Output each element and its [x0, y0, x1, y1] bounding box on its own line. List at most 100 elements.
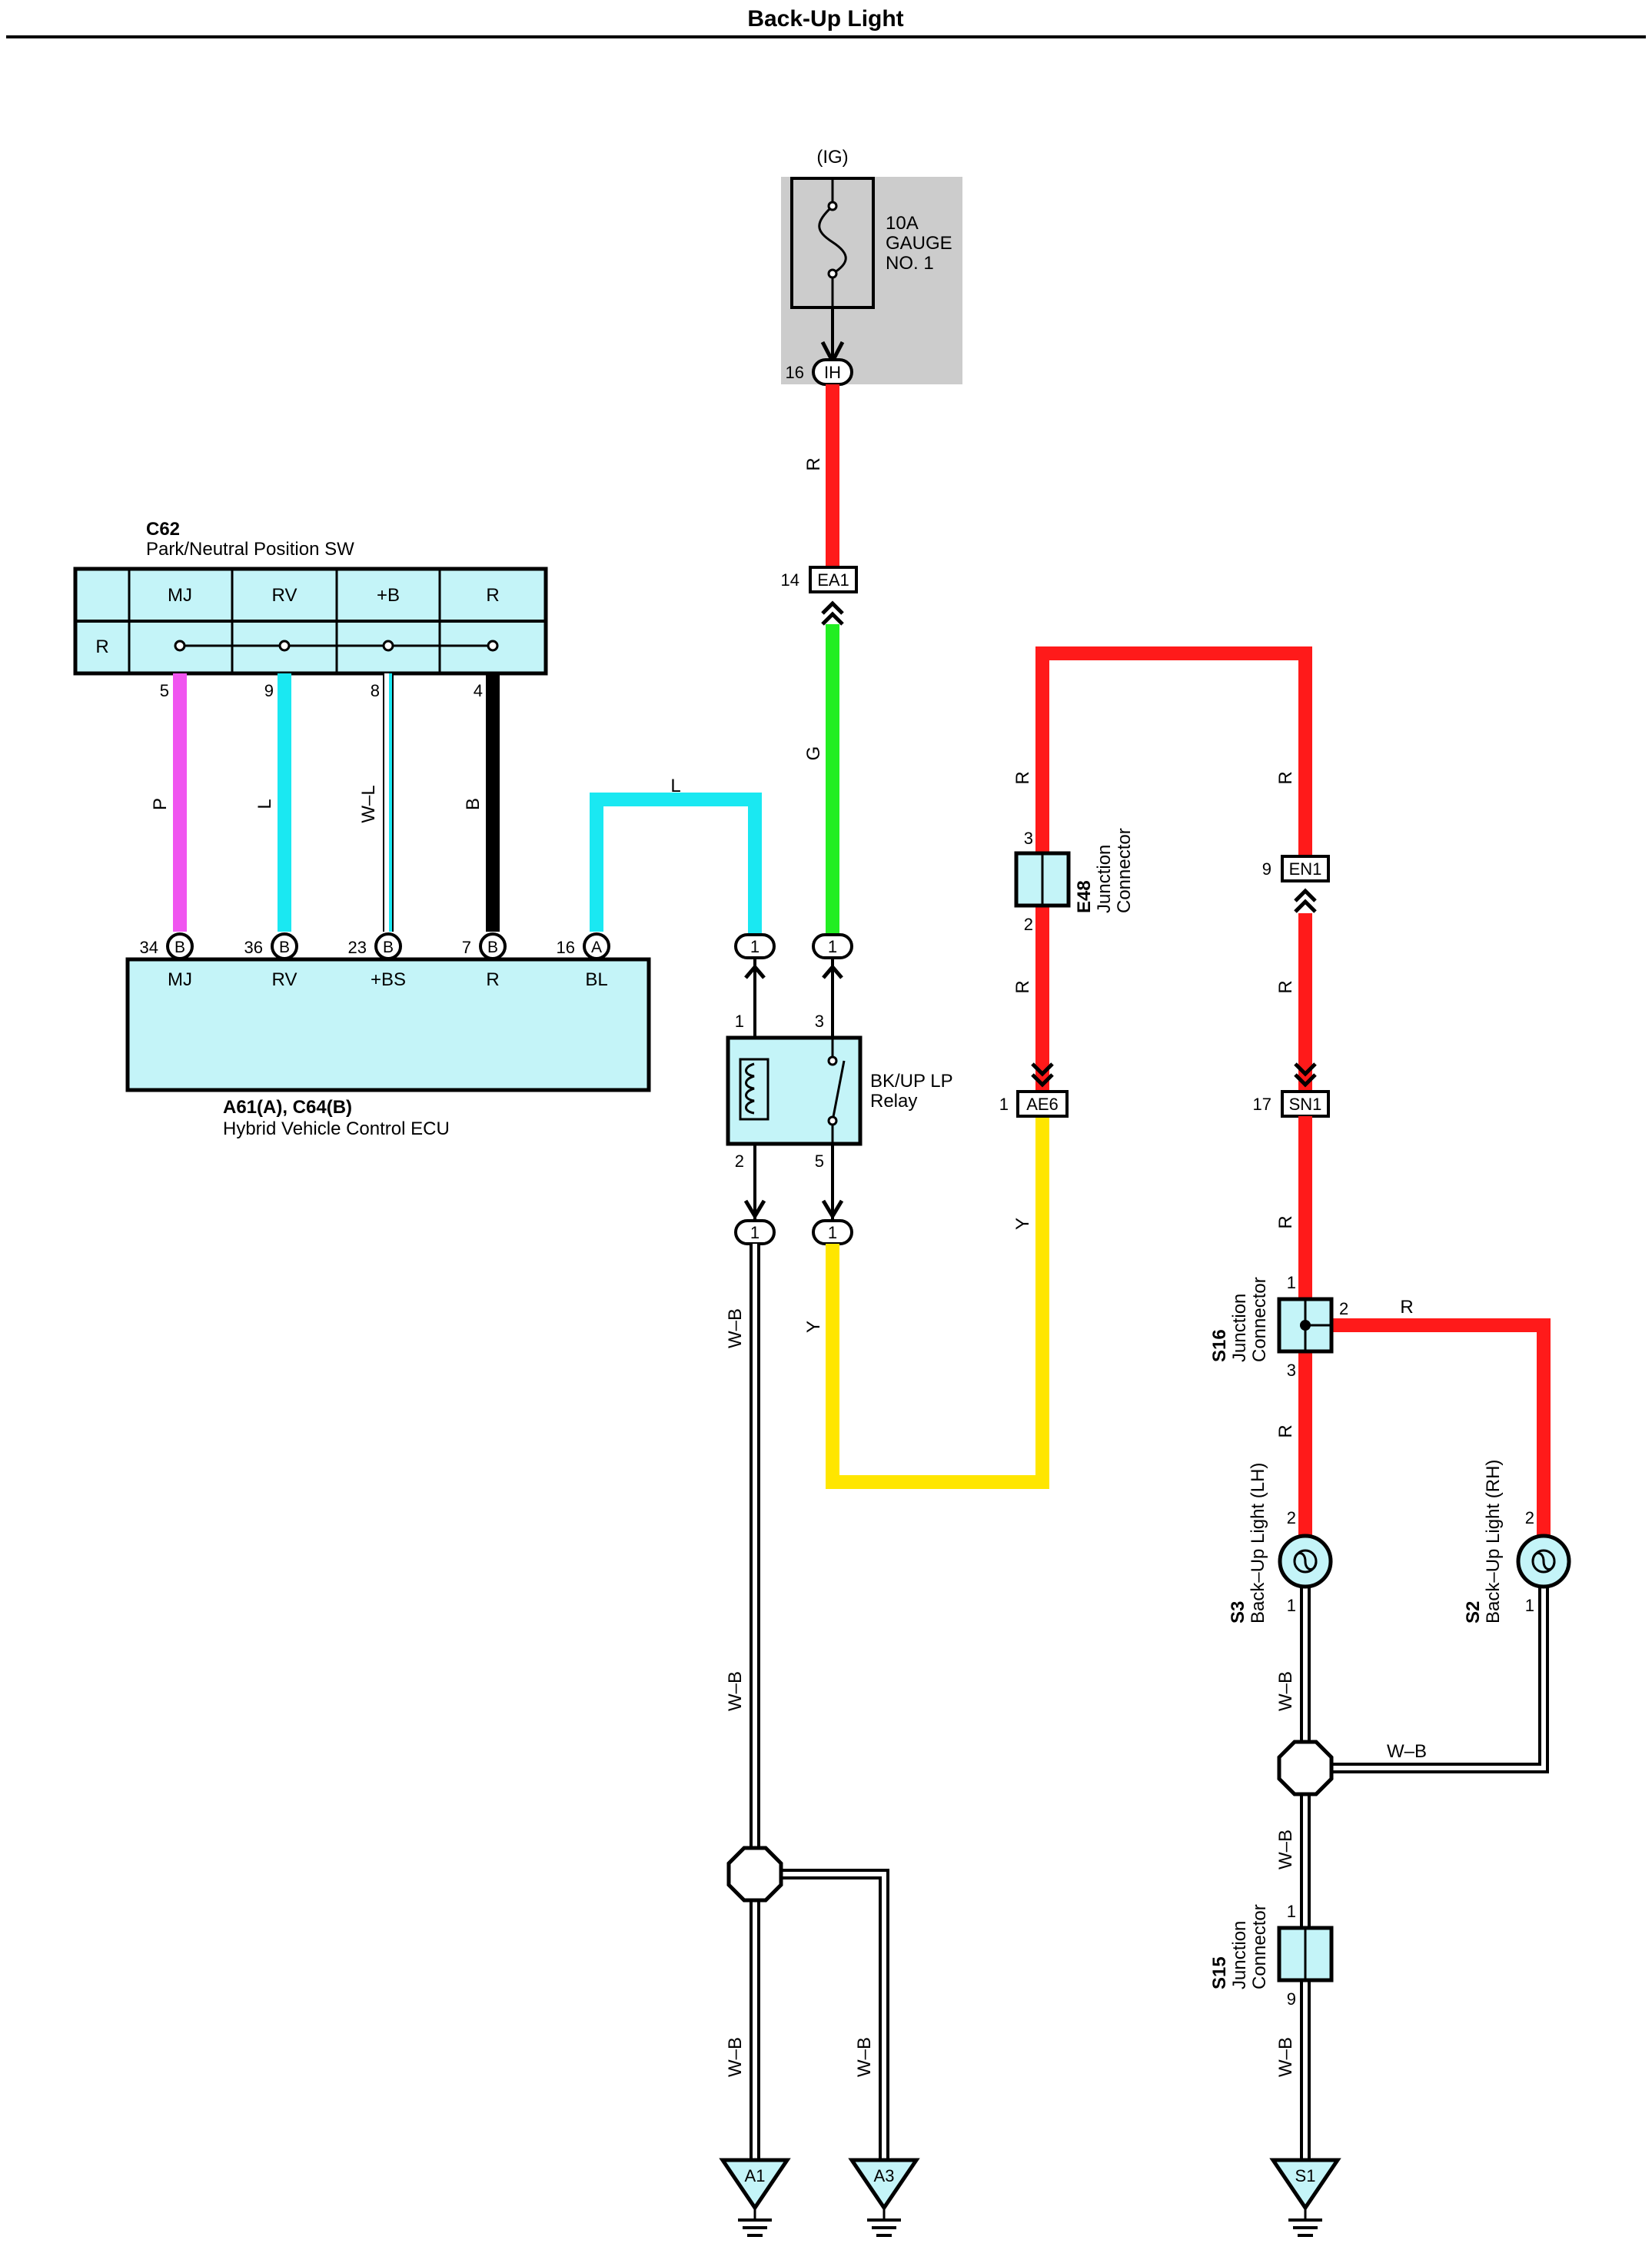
chevron-up-icon [1294, 888, 1317, 913]
ecu-connector [166, 932, 194, 960]
ecu-terminal-name: RV [272, 969, 297, 990]
e48-name-2: Connector [1114, 828, 1135, 913]
s15-name-1: Junction [1229, 1921, 1250, 1989]
ground-label: A1 [745, 2166, 766, 2185]
wire-w-b-fill [755, 1872, 886, 2160]
fuse-terminal-top [827, 201, 838, 211]
bulb-inner [1531, 1549, 1556, 1574]
chevron-up-icon [821, 600, 844, 626]
ecu-pin: 7 [462, 938, 471, 957]
ecu-terminal-plusbs: 23 B +BS [348, 932, 406, 990]
fuse-gauge-no1: (IG) 10A GAUGE NO. 1 16 IH [781, 147, 962, 386]
wire-l-bl [590, 793, 762, 936]
wire-y [826, 1113, 1049, 1489]
s16-pin: 3 [1287, 1361, 1296, 1380]
ea1-label: EA1 [817, 570, 849, 590]
ih-connector-label: IH [824, 363, 841, 382]
relay-switch-contact [827, 1055, 838, 1066]
ae6-connector: 1 AE6 [999, 1062, 1069, 1118]
ecu-connector [479, 932, 507, 960]
wire-label: W–B [1275, 2037, 1296, 2077]
splice-point-icon [726, 1846, 783, 1903]
s15-junction-connector: 1 9 S15 Junction Connector [1209, 1902, 1334, 2009]
e48-junction-connector: 3 2 E48 Junction Connector [1014, 828, 1135, 934]
relay-pin: 3 [815, 1012, 824, 1031]
wire-label: W–B [725, 1308, 746, 1348]
e48-code: E48 [1074, 880, 1095, 913]
ecu-pin: 36 [244, 938, 263, 957]
wire-r-s16-rh [1331, 1318, 1551, 1536]
ground-label: S1 [1295, 2166, 1316, 2185]
chevron-down-icon [1294, 1062, 1317, 1088]
ecu-connector [271, 932, 298, 960]
wire-label: R [1275, 771, 1296, 784]
fuse-name-2: NO. 1 [886, 253, 934, 274]
relay-pin: 5 [815, 1152, 824, 1171]
c62-contact [487, 640, 499, 652]
ecu-terminal-name: +BS [371, 969, 406, 990]
hybrid-vehicle-control-ecu: 34 B MJ 36 B RV 23 B +BS 7 B R 16 A BL [125, 932, 651, 1139]
wire-w-l [383, 673, 394, 932]
ecu-name: Hybrid Vehicle Control ECU [223, 1118, 450, 1139]
wire-label: W–L [358, 785, 379, 823]
c62-row-label: R [95, 636, 108, 657]
s2-pin: 2 [1525, 1508, 1534, 1527]
wire-label: R [1275, 980, 1296, 993]
wire-w-b-fill [1305, 1587, 1546, 1770]
ecu-terminal-name: R [486, 969, 499, 990]
ecu-code: A61(A), C64(B) [223, 1097, 352, 1118]
fuse-name-1: GAUGE [886, 233, 952, 254]
wire-label: P [150, 798, 171, 810]
ecu-connector [374, 932, 402, 960]
c62-header-r: R [486, 585, 499, 606]
relay-connector-label: 1 [828, 937, 837, 956]
s2-pin: 1 [1525, 1596, 1534, 1615]
c62-contact [278, 640, 291, 652]
relay-name-1: BK/UP LP [870, 1071, 953, 1092]
ae6-pin: 1 [999, 1095, 1009, 1114]
wire-label: Y [803, 1321, 824, 1333]
fuse-icon [818, 178, 847, 307]
relay-coil-winding [745, 1062, 755, 1115]
ecu-connector-label: B [383, 939, 394, 956]
ecu-terminal-mj: 34 B MJ [140, 932, 194, 990]
wire-label: W–B [725, 2037, 746, 2077]
ecu-connector-label: B [279, 939, 290, 956]
wire-label: W–B [1387, 1741, 1427, 1762]
wire-label: W–B [1275, 1671, 1296, 1711]
wire-label: W–B [725, 1671, 746, 1711]
wire-label: R [1275, 1424, 1296, 1437]
relay-connector-label: 1 [750, 1223, 760, 1242]
wire-label: G [803, 746, 824, 761]
arrow-down-icon [743, 1199, 766, 1220]
s3-pin: 1 [1287, 1596, 1296, 1615]
wire-label: Y [1012, 1218, 1033, 1230]
sn1-pin: 17 [1253, 1095, 1271, 1114]
s2-back-up-light-rh: 2 1 S2 Back–Up Light (RH) [1463, 1460, 1571, 1624]
c62-name: Park/Neutral Position SW [146, 539, 354, 560]
ground-icon [1269, 2158, 1341, 2212]
arrow-down-icon [821, 1199, 844, 1220]
wire-label: L [254, 799, 275, 809]
ground-a1: A1 [719, 2158, 791, 2237]
relay-connector-label: 1 [828, 1223, 837, 1242]
relay-name-2: Relay [870, 1091, 917, 1112]
ecu-connector-label: B [487, 939, 498, 956]
wire-w-b-rh [1305, 1587, 1549, 1773]
s3-name: Back–Up Light (LH) [1248, 1463, 1268, 1624]
relay-pin: 2 [735, 1152, 744, 1171]
wire-label: R [1275, 1215, 1296, 1228]
s16-pin: 1 [1287, 1273, 1296, 1292]
s2-code: S2 [1463, 1601, 1484, 1624]
wire-w-b-to-a3 [755, 1869, 889, 2160]
ea1-pin: 14 [781, 570, 799, 590]
s15-code: S15 [1209, 1956, 1230, 1989]
relay-switch-contact [827, 1115, 838, 1126]
wire-w-b-outline [755, 1869, 889, 2160]
diagram-title: Back-Up Light [747, 6, 903, 32]
s3-pin: 2 [1287, 1508, 1296, 1527]
c62-park-neutral-switch: C62 Park/Neutral Position SW MJ RV +B R … [73, 519, 548, 700]
ecu-pin: 16 [557, 938, 575, 957]
ecu-terminal-r: 7 B R [462, 932, 507, 990]
